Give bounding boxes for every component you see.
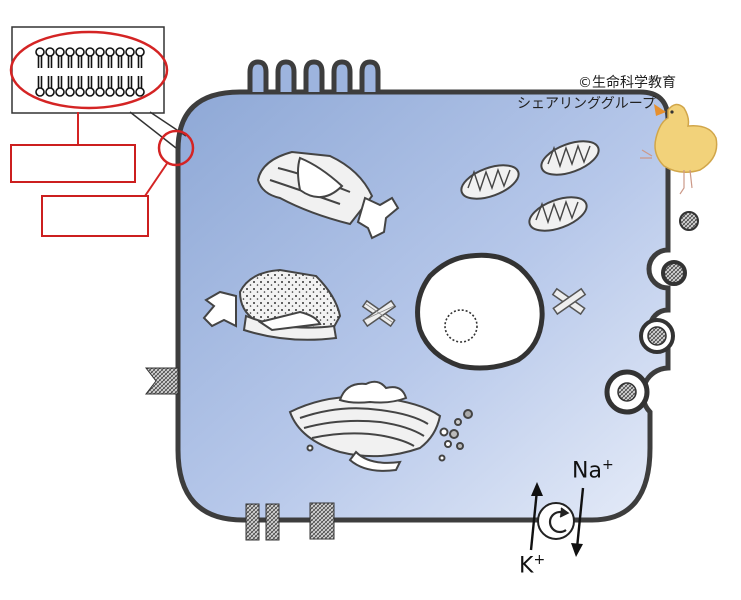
lipid-head-top xyxy=(75,47,85,57)
channel-protein-icon xyxy=(245,503,280,541)
lipid-tail-bottom xyxy=(87,76,93,88)
lipid-head-bottom xyxy=(125,87,135,97)
rough-er-left xyxy=(202,268,342,341)
mitochondrion-3-icon xyxy=(528,196,588,232)
mitochondrion-2-icon xyxy=(540,140,600,176)
na-ion-label: Na+ xyxy=(572,457,614,483)
phospholipid-bilayer-icon xyxy=(35,47,145,97)
na-symbol: Na xyxy=(572,458,602,484)
lipid-tail-bottom xyxy=(117,76,123,88)
nuclear-envelope xyxy=(415,252,545,371)
lipid-tail-top xyxy=(117,56,123,68)
lipid-head-bottom xyxy=(135,87,145,97)
label-box-2[interactable] xyxy=(41,195,149,237)
lipid-head-bottom xyxy=(115,87,125,97)
lipid-head-bottom xyxy=(55,87,65,97)
label-leader-line-2 xyxy=(144,161,169,197)
lipid-tail-top xyxy=(77,56,83,68)
k-charge: + xyxy=(533,552,546,568)
label-box-1[interactable] xyxy=(10,144,136,183)
membrane-callout-circle xyxy=(157,129,195,167)
lipid-head-top xyxy=(85,47,95,57)
lipid-head-top xyxy=(65,47,75,57)
nucleus xyxy=(415,252,545,371)
lipid-tail-top xyxy=(57,56,63,68)
na-arrow xyxy=(575,487,585,549)
lipid-tail-top xyxy=(127,56,133,68)
lipid-head-bottom xyxy=(65,87,75,97)
lipid-head-bottom xyxy=(85,87,95,97)
lipid-head-top xyxy=(135,47,145,57)
lipid-head-top xyxy=(125,47,135,57)
lipid-head-bottom xyxy=(105,87,115,97)
lipid-tail-bottom xyxy=(77,76,83,88)
k-symbol: K xyxy=(519,553,534,579)
callout-pointer-line-a xyxy=(129,111,177,149)
k-arrow xyxy=(529,489,539,551)
lipid-head-bottom xyxy=(95,87,105,97)
lipid-tail-top xyxy=(47,56,53,68)
bilayer-callout xyxy=(9,26,195,197)
mitochondrion-1-icon xyxy=(460,164,520,200)
nucleolus xyxy=(444,309,478,343)
na-charge: + xyxy=(601,457,614,473)
lipid-tail-bottom xyxy=(97,76,103,88)
lipid-tail-top xyxy=(67,56,73,68)
vesicle-1 xyxy=(679,211,699,231)
lipid-tail-top xyxy=(97,56,103,68)
lipid-tail-bottom xyxy=(67,76,73,88)
copyright-line-1: ©生命科学教育 xyxy=(578,75,676,91)
sodium-potassium-pump xyxy=(529,482,585,557)
centriole-left-icon xyxy=(361,299,397,328)
chick-mascot-icon xyxy=(640,103,718,195)
lipid-tail-top xyxy=(37,56,43,68)
lipid-head-top xyxy=(55,47,65,57)
lipid-tail-bottom xyxy=(47,76,53,88)
k-ion-label: K+ xyxy=(519,552,545,578)
lipid-head-top xyxy=(105,47,115,57)
lipid-tail-top xyxy=(107,56,113,68)
microvilli xyxy=(247,59,381,92)
centriole-right-icon xyxy=(551,287,587,316)
lipid-head-bottom xyxy=(45,87,55,97)
lipid-head-top xyxy=(35,47,45,57)
lipid-tail-bottom xyxy=(127,76,133,88)
lipid-tail-bottom xyxy=(37,76,43,88)
pump-circle xyxy=(537,502,575,540)
lipid-head-top xyxy=(95,47,105,57)
copyright-line-2: シェアリンググループ xyxy=(517,96,656,112)
transport-protein-icon xyxy=(309,502,335,540)
lipid-tail-bottom xyxy=(57,76,63,88)
lipid-head-bottom xyxy=(75,87,85,97)
bilayer-panel xyxy=(11,26,165,114)
lipid-head-bottom xyxy=(35,87,45,97)
lipid-head-top xyxy=(45,47,55,57)
lipid-tail-top xyxy=(87,56,93,68)
lipid-head-top xyxy=(115,47,125,57)
golgi-apparatus xyxy=(288,380,473,472)
lipid-tail-bottom xyxy=(107,76,113,88)
vesicle-2 xyxy=(661,260,687,286)
receptor-protein-icon xyxy=(144,367,179,395)
bilayer-highlight-ellipse xyxy=(9,30,169,110)
lipid-tail-top xyxy=(137,56,143,68)
lipid-tail-bottom xyxy=(137,76,143,88)
rough-er-top xyxy=(256,150,400,240)
secretory-vesicles xyxy=(604,211,699,415)
